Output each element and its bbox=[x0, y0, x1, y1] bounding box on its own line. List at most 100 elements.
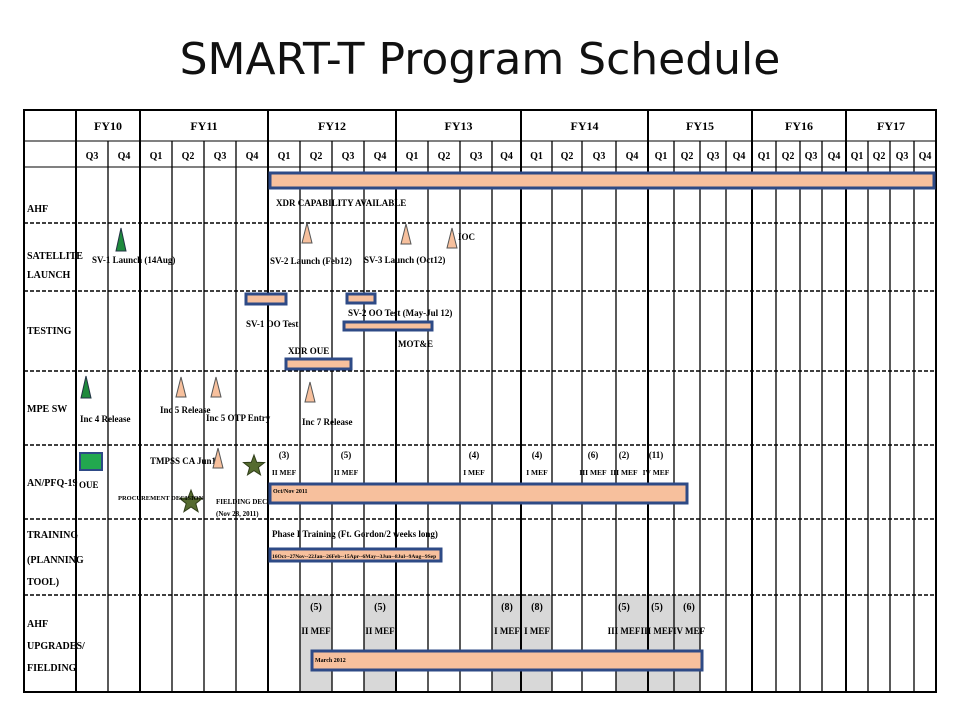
milestone-icon bbox=[212, 447, 224, 469]
inc5-release-label: Inc 5 Release bbox=[160, 405, 211, 415]
milestone-icon bbox=[301, 222, 313, 244]
quarter-label: Q4 bbox=[246, 151, 259, 162]
quarter-label: Q3 bbox=[86, 151, 99, 162]
schedule-frame bbox=[23, 109, 937, 693]
sv2-oo-test-label: SV-2 OO Test (May-Jul 12) bbox=[348, 308, 452, 318]
row-label-training: (PLANNING bbox=[27, 555, 84, 566]
quarter-label: Q3 bbox=[214, 151, 227, 162]
sv2-launch-label: SV-2 Launch (Feb12) bbox=[270, 256, 352, 266]
mot-e-bar bbox=[342, 320, 434, 332]
milestone-icon bbox=[175, 376, 187, 398]
sv1-launch-label: SV-1 Launch (14Aug) bbox=[92, 255, 175, 265]
milestone-icon bbox=[400, 223, 412, 245]
quarter-label: Q3 bbox=[896, 151, 909, 162]
milestone-green-icon bbox=[80, 375, 92, 399]
inc7-release-label: Inc 7 Release bbox=[302, 417, 353, 427]
quarter-label: Q4 bbox=[118, 151, 131, 162]
sv1-oo-test-label: SV-1 OO Test bbox=[246, 319, 298, 329]
upgrades-bar-label: March 2012 bbox=[315, 658, 346, 664]
upgrade-mef: III MEF bbox=[608, 626, 641, 636]
quarter-label: Q4 bbox=[374, 151, 387, 162]
phase-training-label: Phase I Training (Ft. Gordon/2 weeks lon… bbox=[272, 529, 438, 539]
upgrade-count: (5) bbox=[618, 602, 630, 613]
upgrade-shade-3 bbox=[616, 595, 700, 692]
quarter-label: Q1 bbox=[655, 151, 668, 162]
inc5-otp-label: Inc 5 OTP Entry bbox=[206, 413, 271, 423]
fy-label: FY16 bbox=[785, 119, 813, 133]
fy-label: FY15 bbox=[686, 119, 714, 133]
anpfq-count: (4) bbox=[532, 450, 543, 460]
milestone-icon bbox=[446, 227, 458, 249]
anpfq-mef: I MEF bbox=[526, 468, 548, 477]
row-label-anpfq: AN/PFQ-19 bbox=[27, 478, 78, 489]
upgrade-count: (5) bbox=[651, 602, 663, 613]
row-label-ahf-upgrades: AHF bbox=[27, 619, 48, 630]
training-dates-bar bbox=[268, 547, 443, 563]
fy-label: FY17 bbox=[877, 119, 905, 133]
quarter-label: Q3 bbox=[470, 151, 483, 162]
anpfq-mef: II MEF bbox=[334, 468, 359, 477]
training-dates-label: 16Oct--27Nov--22Jan--26Feb--15Apr--6May-… bbox=[272, 554, 436, 560]
quarter-label: Q2 bbox=[873, 151, 886, 162]
xdr-capability-label: XDR CAPABILITY AVAILABLE bbox=[276, 198, 406, 208]
quarter-label: Q2 bbox=[782, 151, 795, 162]
quarter-label: Q3 bbox=[707, 151, 720, 162]
slide-title: SMART-T Program Schedule bbox=[179, 34, 781, 85]
quarter-label: Q1 bbox=[278, 151, 291, 162]
upgrade-count: (5) bbox=[310, 602, 322, 613]
upgrade-mef: II MEF bbox=[301, 626, 331, 636]
anpfq-count: (2) bbox=[619, 450, 630, 460]
inc4-release-label: Inc 4 Release bbox=[80, 414, 131, 424]
anpfq-count: (4) bbox=[469, 450, 480, 460]
quarter-label: Q1 bbox=[150, 151, 163, 162]
anpfq-mef: II MEF bbox=[272, 468, 297, 477]
milestone-green-icon bbox=[115, 227, 127, 252]
anpfq-mef: III MEF bbox=[610, 468, 638, 477]
upgrade-count: (6) bbox=[683, 602, 695, 613]
quarter-label: Q2 bbox=[182, 151, 195, 162]
anpfq-count: (5) bbox=[341, 450, 352, 460]
tmpss-label: TMPSS CA Jun11 bbox=[150, 456, 221, 466]
anpfq-mef: III MEF bbox=[579, 468, 607, 477]
quarter-label: Q1 bbox=[530, 151, 543, 162]
upgrade-mef: II MEF bbox=[365, 626, 395, 636]
upgrade-mef: III MEF bbox=[641, 626, 674, 636]
upgrade-count: (8) bbox=[501, 602, 513, 613]
quarter-label: Q3 bbox=[805, 151, 818, 162]
upgrade-count: (5) bbox=[374, 602, 386, 613]
milestone-icon bbox=[210, 376, 222, 398]
row-label-ahf: AHF bbox=[27, 204, 48, 215]
ioc-label: IOC bbox=[458, 232, 475, 242]
sv2-oo-test-bar bbox=[345, 292, 377, 305]
quarter-label: Q1 bbox=[406, 151, 419, 162]
upgrade-mef: I MEF bbox=[524, 626, 550, 636]
fy-label: FY11 bbox=[190, 119, 217, 133]
fielding-date-label: (Nov 28, 2011) bbox=[216, 510, 259, 518]
upgrades-fielding-bar bbox=[310, 649, 704, 672]
quarter-label: Q4 bbox=[626, 151, 639, 162]
quarter-label: Q2 bbox=[438, 151, 451, 162]
oue-label: OUE bbox=[79, 480, 99, 490]
xdr-oue-bar bbox=[284, 357, 353, 371]
quarter-label: Q4 bbox=[828, 151, 841, 162]
row-label-training: TRAINING bbox=[27, 530, 78, 541]
quarter-label: Q4 bbox=[919, 151, 932, 162]
anpfq-count: (6) bbox=[588, 450, 599, 460]
row-label-satellite: LAUNCH bbox=[27, 270, 71, 281]
milestone-icon bbox=[304, 381, 316, 403]
anpfq-mef: I MEF bbox=[463, 468, 485, 477]
row-label-mpe-sw: MPE SW bbox=[27, 404, 67, 415]
anpfq-count: (3) bbox=[279, 450, 290, 460]
upgrade-mef: I MEF bbox=[494, 626, 520, 636]
upgrade-shade-0 bbox=[300, 595, 332, 692]
row-label-ahf-upgrades: FIELDING bbox=[27, 663, 77, 674]
fy-label: FY13 bbox=[445, 119, 473, 133]
anpfq-bar-label: Oct/Nov 2011 bbox=[273, 489, 308, 495]
fielding-decision-label: FIELDING DECISION bbox=[216, 498, 287, 506]
row-label-training: TOOL) bbox=[27, 577, 59, 588]
procurement-label: PROCUREMENT DECISION bbox=[118, 495, 204, 502]
quarter-label: Q4 bbox=[733, 151, 746, 162]
oue-green-box bbox=[79, 452, 103, 471]
row-label-satellite: SATELLITE bbox=[27, 251, 83, 262]
